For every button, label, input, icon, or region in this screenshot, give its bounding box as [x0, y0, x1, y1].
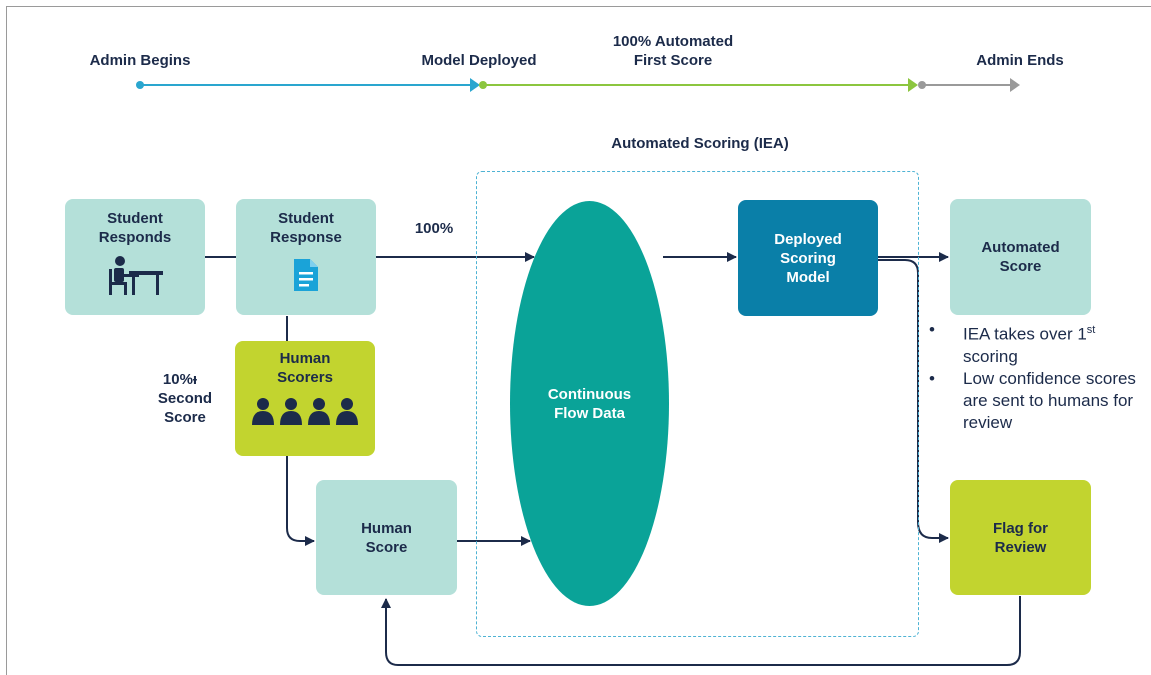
human-scorers-node: Human Scorers — [235, 341, 375, 456]
student-responds-label: Student Responds — [98, 210, 172, 246]
timeline-label-automated-first-score: 100% Automated First Score — [612, 33, 734, 69]
edge-label-10-percent: 10%ᵼ — [162, 371, 198, 388]
deployed-scoring-model-label: Deployed Scoring Model — [774, 230, 842, 286]
timeline-arrow-end — [1010, 78, 1020, 92]
timeline-arrow-model-deployed — [470, 78, 480, 92]
timeline-end-dot — [918, 81, 926, 89]
timeline — [136, 78, 1020, 92]
people-group-icon — [252, 398, 358, 425]
note-iea-takes-over: IEA takes over 1st scoring — [925, 319, 1147, 368]
timeline-start-dot — [136, 81, 144, 89]
region-title: Automated Scoring (IEA) — [611, 135, 789, 152]
timeline-model-dot — [479, 81, 487, 89]
continuous-flow-data-node: Continuous Flow Data — [510, 201, 669, 606]
human-score-label: Human Score — [361, 519, 412, 556]
student-response-label: Student Response — [270, 210, 342, 246]
continuous-flow-data-label: Continuous Flow Data — [547, 385, 632, 422]
frame-border-left — [6, 6, 7, 675]
deployed-scoring-model-node: Deployed Scoring Model — [738, 200, 878, 316]
edge-scorers-to-human-score — [286, 456, 315, 546]
student-response-node: Student Response — [236, 199, 376, 315]
frame-border-top — [6, 6, 1151, 7]
edge-label-100-percent: 100% — [414, 220, 454, 237]
timeline-label-model-deployed: Model Deployed — [421, 52, 537, 69]
automated-score-node: Automated Score — [950, 199, 1091, 315]
edge-label-second-score: Second Score — [157, 390, 213, 426]
document-icon — [294, 259, 318, 291]
automated-scoring-region — [476, 171, 919, 637]
flag-for-review-node: Flag for Review — [950, 480, 1091, 595]
human-scorers-label: Human Scorers — [277, 350, 333, 386]
student-responds-node: Student Responds — [65, 199, 205, 315]
flag-for-review-label: Flag for Review — [993, 519, 1048, 556]
timeline-label-admin-begins: Admin Begins — [89, 52, 191, 69]
automated-score-notes: IEA takes over 1st scoring Low confidenc… — [925, 319, 1147, 434]
automated-score-label: Automated Score — [981, 239, 1060, 275]
edge-flag-back-to-human-score — [381, 596, 1021, 666]
timeline-arrow-automated — [908, 78, 918, 92]
timeline-label-admin-ends: Admin Ends — [976, 52, 1064, 69]
human-score-node: Human Score — [316, 480, 457, 595]
note-low-confidence: Low confidence scores are sent to humans… — [925, 368, 1147, 434]
student-at-desk-icon — [109, 256, 163, 295]
